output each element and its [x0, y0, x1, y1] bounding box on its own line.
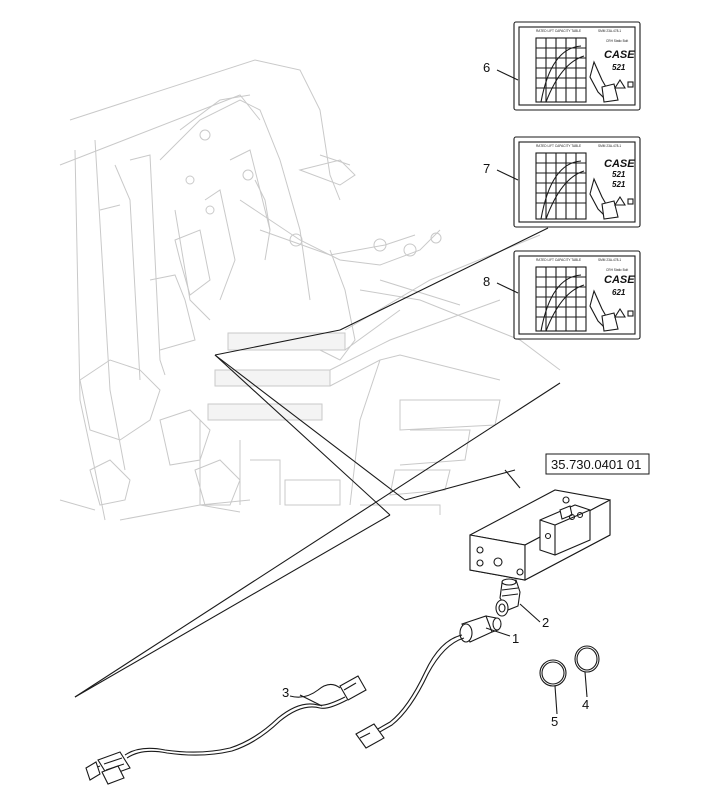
switch-harness	[355, 634, 465, 749]
callout-3: 3	[282, 685, 289, 700]
svg-text:SMM 23A-478-1: SMM 23A-478-1	[598, 29, 621, 33]
svg-text:SMM 23A-478-1: SMM 23A-478-1	[598, 144, 621, 148]
callout-4: 4	[582, 697, 589, 712]
elbow-fitting	[495, 578, 521, 617]
machine-frame-ghost	[59, 59, 561, 521]
svg-text:CASE: CASE	[604, 49, 635, 61]
callout-7: 7	[483, 161, 490, 176]
callout-6: 6	[483, 60, 490, 75]
valve-block	[469, 489, 611, 581]
svg-text:35.730.0401 01: 35.730.0401 01	[551, 457, 641, 472]
callout-5: 5	[551, 714, 558, 729]
callout-labels: 6 7 8 1 2 3 4 5	[282, 60, 589, 729]
svg-text:521: 521	[612, 170, 626, 179]
svg-text:RATED LIFT CAPACITY TABLE: RATED LIFT CAPACITY TABLE	[536, 258, 581, 262]
callout-1: 1	[512, 631, 519, 646]
svg-text:SMM 23A-478-1: SMM 23A-478-1	[598, 258, 621, 262]
callout-2: 2	[542, 615, 549, 630]
clamp-5	[539, 659, 567, 687]
clamp-4	[574, 645, 600, 673]
svg-text:521: 521	[612, 63, 626, 72]
callout-8: 8	[483, 274, 490, 289]
wiring-harness-3	[85, 675, 367, 785]
svg-text:521: 521	[612, 180, 626, 189]
leader-lines	[74, 227, 561, 698]
decal-6: RATED LIFT CAPACITY TABLE SMM 23A-478-1 …	[513, 21, 641, 111]
svg-text:CASE: CASE	[604, 158, 635, 170]
svg-text:CASE: CASE	[604, 274, 635, 286]
decal-7: RATED LIFT CAPACITY TABLE SMM 23A-478-1 …	[513, 136, 641, 228]
pressure-switch	[459, 615, 502, 643]
svg-text:621: 621	[612, 288, 626, 297]
svg-text:RATED LIFT CAPACITY TABLE: RATED LIFT CAPACITY TABLE	[536, 144, 581, 148]
decal-8: RATED LIFT CAPACITY TABLE SMM 23A-478-1 …	[513, 250, 641, 340]
svg-text:CRH Static Bolt: CRH Static Bolt	[606, 39, 628, 43]
reference-number-box: 35.730.0401 01	[545, 453, 650, 475]
svg-text:RATED LIFT CAPACITY TABLE: RATED LIFT CAPACITY TABLE	[536, 29, 581, 33]
svg-text:CRH Static Bolt: CRH Static Bolt	[606, 268, 628, 272]
